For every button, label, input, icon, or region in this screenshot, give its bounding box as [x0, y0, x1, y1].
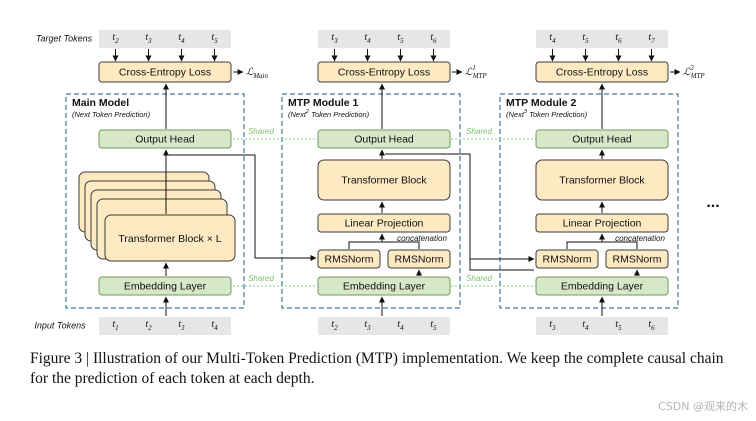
module-0-title: Main Model — [72, 97, 129, 109]
module-2-rmsnorm-left — [535, 249, 599, 269]
module-1-target-token-1: t4 — [364, 32, 371, 44]
module-1-target-token-2: t5 — [397, 32, 404, 44]
module-2-rmsnorm-left-label: RMSNorm — [543, 253, 592, 265]
module-0-target-token-3: t5 — [211, 32, 218, 44]
module-1-linear-projection — [317, 213, 451, 233]
module-0-input-token-3: t4 — [211, 319, 218, 331]
module-1-concat-bracket — [348, 241, 420, 249]
module-0-target-token-1: t3 — [145, 32, 152, 44]
module-2-input-strip — [536, 317, 668, 335]
module-1-rmsnorm-right-label: RMSNorm — [395, 253, 444, 265]
shared-label-1: Shared — [466, 127, 492, 136]
module-2-concatenation-label: concatenation — [615, 234, 665, 243]
shared-label-0: Shared — [248, 127, 274, 136]
shared-label-3: Shared — [466, 274, 492, 283]
module-0-target-token-0: t2 — [112, 32, 119, 44]
module-1-linear-projection-label: Linear Projection — [345, 217, 424, 229]
module-2-transformer-block-label: Transformer Block — [559, 174, 645, 186]
module-2-border — [499, 93, 679, 309]
target-tokens-label: Target Tokens — [36, 33, 93, 43]
module-1-rmsnorm-left — [317, 249, 381, 269]
module-1-embedding-layer-label: Embedding Layer — [343, 280, 426, 292]
module-2-target-strip — [536, 30, 668, 48]
module-2-target-token-2: t6 — [615, 32, 622, 44]
module-0-border — [65, 93, 245, 309]
module-1-input-strip — [318, 317, 450, 335]
module-2-target-token-3: t7 — [648, 32, 655, 44]
module-0-embedding-layer-label: Embedding Layer — [124, 280, 207, 292]
module-1-border — [281, 93, 461, 309]
module-0-input-token-1: t2 — [145, 319, 152, 331]
module-2-linear-projection — [535, 213, 669, 233]
module-0-target-strip — [99, 30, 231, 48]
module-0-input-token-0: t1 — [112, 319, 118, 331]
module-0-loss-symbol: ℒMain — [246, 67, 268, 79]
module-2-rmsnorm-right — [605, 249, 669, 269]
module-1-rmsnorm-left-label: RMSNorm — [325, 253, 374, 265]
module-2-embedding-layer-label: Embedding Layer — [561, 280, 644, 292]
module-1-input-token-2: t4 — [397, 319, 404, 331]
module-2-target-token-1: t5 — [582, 32, 589, 44]
mtp1-to-mtp2-hidden-arrow — [385, 153, 534, 271]
module-1-transformer-block — [317, 159, 451, 201]
module-2-linear-projection-label: Linear Projection — [563, 217, 642, 229]
main-to-mtp1-hidden-arrow — [166, 154, 317, 261]
module-1-subtitle: (Next2 Token Prediction) — [288, 109, 370, 119]
module-1-concatenation-label: concatenation — [397, 234, 447, 243]
module-1-target-strip — [318, 30, 450, 48]
module-0-target-token-2: t4 — [178, 32, 185, 44]
module-1-input-token-1: t3 — [364, 319, 371, 331]
main-transformer-block-label: Transformer Block × L — [118, 233, 221, 245]
module-2-input-token-0: t3 — [549, 319, 556, 331]
figure-caption: Figure 3 | Illustration of our Multi-Tok… — [30, 350, 724, 387]
more-modules-ellipsis: ... — [706, 194, 719, 211]
input-tokens-label: Input Tokens — [34, 320, 86, 330]
module-1-rmsnorm-right — [387, 249, 451, 269]
module-1-loss-box-label: Cross-Entropy Loss — [338, 66, 430, 78]
module-0-embedding-layer — [98, 276, 232, 296]
module-2-transformer-block — [535, 159, 669, 201]
module-2-input-token-1: t4 — [582, 319, 589, 331]
module-1-title: MTP Module 1 — [288, 97, 359, 109]
module-1-input-token-3: t5 — [430, 319, 437, 331]
module-2-target-token-0: t4 — [549, 32, 556, 44]
module-2-input-token-2: t5 — [615, 319, 622, 331]
module-2-subtitle: (Next3 Token Prediction) — [506, 109, 588, 119]
module-2-rmsnorm-right-label: RMSNorm — [613, 253, 662, 265]
module-2-input-token-3: t6 — [648, 319, 655, 331]
module-0-input-token-2: t3 — [178, 319, 185, 331]
module-0-loss-box-label: Cross-Entropy Loss — [119, 66, 211, 78]
module-2-title: MTP Module 2 — [506, 97, 577, 109]
module-0-subtitle: (Next Token Prediction) — [72, 110, 151, 119]
shared-label-2: Shared — [248, 274, 274, 283]
module-0-output-head — [98, 129, 232, 149]
module-2-loss-box — [535, 61, 669, 83]
module-1-target-token-0: t3 — [331, 32, 338, 44]
module-0-loss-box — [98, 61, 232, 83]
main-transformer-block — [104, 214, 236, 262]
module-1-transformer-block-label: Transformer Block — [341, 174, 427, 186]
module-1-output-head-label: Output Head — [354, 133, 414, 145]
module-1-target-token-3: t6 — [430, 32, 437, 44]
module-2-output-head-label: Output Head — [572, 133, 632, 145]
module-1-loss-box — [317, 61, 451, 83]
module-1-input-token-0: t2 — [331, 319, 338, 331]
watermark: CSDN @观来的木 — [658, 400, 748, 413]
module-0-output-head-label: Output Head — [135, 133, 195, 145]
module-0-input-strip — [99, 317, 231, 335]
module-2-loss-box-label: Cross-Entropy Loss — [556, 66, 648, 78]
